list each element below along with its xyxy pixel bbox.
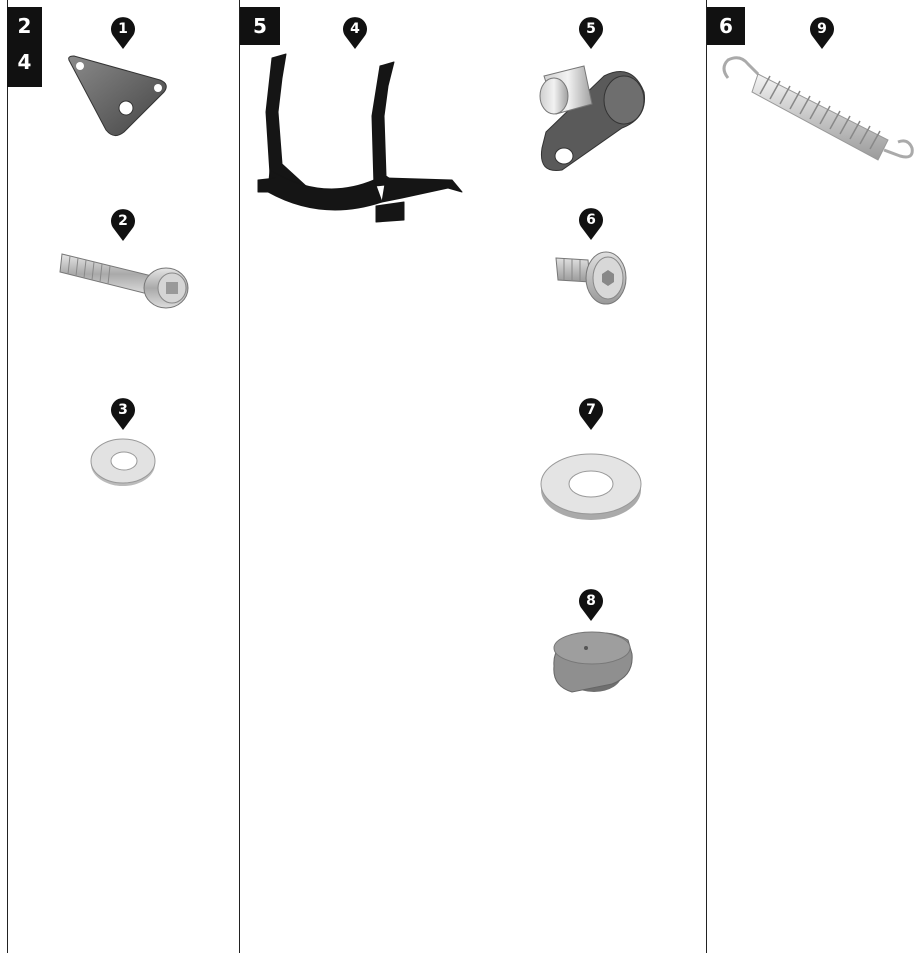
column-divider-2 [239,0,240,953]
callout-number: 9 [808,20,836,38]
callout-marker-4: 4 [341,15,369,49]
step-number: 6 [707,7,745,45]
callout-number: 8 [577,592,605,610]
step-number: 2 [7,13,42,39]
callout-number: 5 [577,20,605,38]
tension-spring-icon [718,52,915,176]
bolt-icon [58,248,198,310]
step-box-col2: 5 [240,7,280,45]
column-divider-3 [706,0,707,953]
rubber-stopper-icon [548,626,638,702]
step-box-col1: 2 4 [7,7,42,87]
callout-marker-9: 9 [808,15,836,49]
mounting-plate-icon [62,52,174,142]
callout-marker-5: 5 [577,15,605,49]
callout-marker-1: 1 [109,15,137,49]
callout-number: 2 [109,212,137,230]
step-number: 5 [240,7,280,45]
callout-number: 3 [109,401,137,419]
callout-marker-3: 3 [109,396,137,430]
step-number: 4 [7,49,42,75]
bushing-plate-icon [532,52,656,176]
callout-marker-8: 8 [577,587,605,621]
washer-icon [88,436,158,488]
callout-marker-2: 2 [109,207,137,241]
callout-number: 1 [109,20,137,38]
callout-number: 6 [577,211,605,229]
column-divider-1 [7,0,8,953]
callout-marker-7: 7 [577,396,605,430]
countersunk-screw-icon [554,248,638,312]
callout-number: 7 [577,401,605,419]
callout-marker-6: 6 [577,206,605,240]
callout-number: 4 [341,20,369,38]
center-stand-icon [252,52,467,230]
step-box-col3: 6 [707,7,745,45]
large-washer-icon [538,446,644,522]
